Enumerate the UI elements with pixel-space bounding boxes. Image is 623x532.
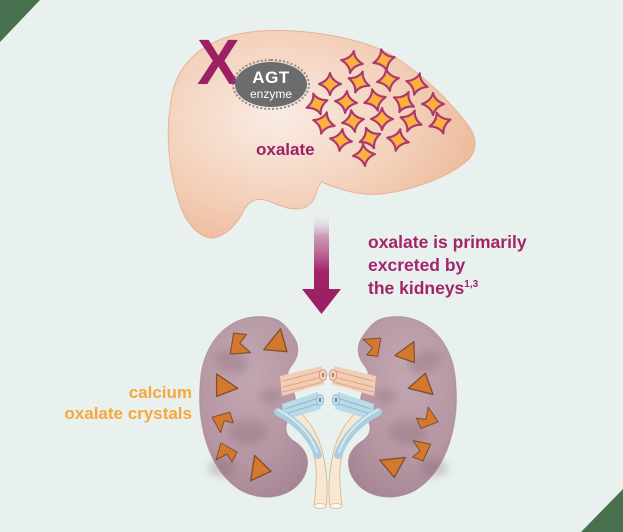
flow-arrow bbox=[302, 212, 341, 314]
arrow-caption: oxalate is primarily excreted by the kid… bbox=[368, 231, 527, 299]
arrow-caption-line2: excreted by bbox=[368, 254, 466, 275]
kidneys-illustration bbox=[200, 317, 457, 509]
arrow-caption-line3: the kidneys bbox=[368, 277, 465, 298]
reference-superscript: 1,3 bbox=[464, 278, 479, 290]
corner-accent-bottom-right bbox=[581, 489, 623, 532]
x-mark: X bbox=[197, 26, 240, 98]
agt-enzyme-badge: AGT enzyme bbox=[232, 59, 310, 110]
corner-accent-top-left bbox=[0, 0, 40, 42]
arrow-caption-line1: oxalate is primarily bbox=[368, 232, 527, 252]
calcium-oxalate-crystals-label: calcium oxalate crystals bbox=[40, 383, 192, 424]
calcium-label-line1: calcium bbox=[128, 383, 192, 402]
kidney-right bbox=[329, 317, 456, 509]
kidney-left bbox=[200, 317, 327, 509]
agt-label: AGT bbox=[252, 68, 290, 87]
oxalate-label: oxalate bbox=[256, 140, 315, 159]
enzyme-label: enzyme bbox=[249, 87, 293, 101]
calcium-label-line2: oxalate crystals bbox=[64, 403, 192, 423]
